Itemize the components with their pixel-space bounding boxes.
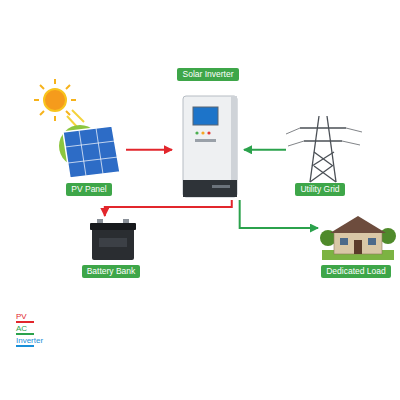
inverter-side xyxy=(231,96,237,180)
sun-ray xyxy=(40,85,44,89)
legend-swatch xyxy=(16,333,34,335)
legend-text: PV xyxy=(16,312,27,321)
house-door xyxy=(354,240,362,254)
sun-ray xyxy=(71,99,76,101)
sun-ray xyxy=(40,111,44,115)
inverter-illustration xyxy=(183,96,237,197)
sun-ray xyxy=(54,116,56,121)
house-window xyxy=(368,238,376,245)
battery-lid xyxy=(90,223,136,230)
house-roof xyxy=(330,216,386,233)
legend: PV AC Inverter xyxy=(16,312,43,347)
inverter-badge xyxy=(212,185,230,188)
battery-terminal xyxy=(123,219,129,223)
power-flow-arrow xyxy=(126,149,172,151)
legend-entry: AC xyxy=(16,324,43,335)
status-led xyxy=(207,131,210,134)
tower-brace xyxy=(314,166,336,182)
tower-brace xyxy=(314,152,333,166)
pv-panel-illustration xyxy=(59,125,120,178)
legend-entry: Inverter xyxy=(16,336,43,347)
sun-ray xyxy=(66,111,70,115)
sun-ray xyxy=(54,79,56,84)
component-node: Utility Grid xyxy=(286,112,354,196)
component-node: Battery Bank xyxy=(80,216,142,278)
house-illustration xyxy=(320,216,396,260)
battery-illustration xyxy=(90,219,136,260)
tower-leg xyxy=(310,116,319,182)
legend-entry: PV xyxy=(16,312,43,323)
tower-leg xyxy=(327,116,336,182)
utility-tower-illustration xyxy=(286,116,362,182)
component-node: PV Panel xyxy=(52,112,126,196)
status-led xyxy=(201,131,204,134)
power-wire xyxy=(286,128,300,134)
battery-body xyxy=(92,227,134,260)
sunlight-beam xyxy=(72,110,84,122)
sun-ray xyxy=(66,85,70,89)
battery-terminal xyxy=(97,219,103,223)
solar-panel xyxy=(63,126,120,178)
legend-swatch xyxy=(16,321,34,323)
inverter-base xyxy=(183,180,237,197)
component-label: Solar Inverter xyxy=(177,68,238,81)
component-label: Dedicated Load xyxy=(321,265,391,278)
tower-brace xyxy=(312,152,334,166)
battery-label-plate xyxy=(99,238,127,247)
component-node: Dedicated Load xyxy=(318,210,394,278)
panel-grid xyxy=(79,130,86,176)
legend-text: Inverter xyxy=(16,336,43,345)
power-wire xyxy=(342,141,360,145)
component-label: Battery Bank xyxy=(82,265,141,278)
component-label: PV Panel xyxy=(66,183,111,196)
status-led xyxy=(195,131,198,134)
component-node: Solar Inverter xyxy=(172,68,244,200)
inverter-housing xyxy=(183,96,237,197)
component-label: Utility Grid xyxy=(295,183,344,196)
legend-text: AC xyxy=(16,324,27,333)
tree xyxy=(380,228,396,244)
power-wire xyxy=(288,141,304,146)
power-wire xyxy=(346,128,362,132)
tower-brace xyxy=(310,166,332,182)
sun-disc xyxy=(44,89,66,111)
tower-arm xyxy=(300,127,346,128)
house-window xyxy=(340,238,348,245)
power-flow-arrow xyxy=(105,200,232,216)
sun-illustration xyxy=(34,79,84,128)
sun-ray xyxy=(34,99,39,101)
house-wall xyxy=(334,232,382,254)
legend-swatch xyxy=(16,345,34,347)
tower-arm xyxy=(304,140,342,141)
panel-grid xyxy=(68,157,118,163)
power-flow-arrow xyxy=(244,149,286,151)
power-flow-arrow xyxy=(240,200,318,228)
panel-grid xyxy=(96,128,103,174)
panel-grid xyxy=(65,141,115,147)
inverter-screen xyxy=(193,107,218,125)
inverter-buttons xyxy=(195,139,216,142)
